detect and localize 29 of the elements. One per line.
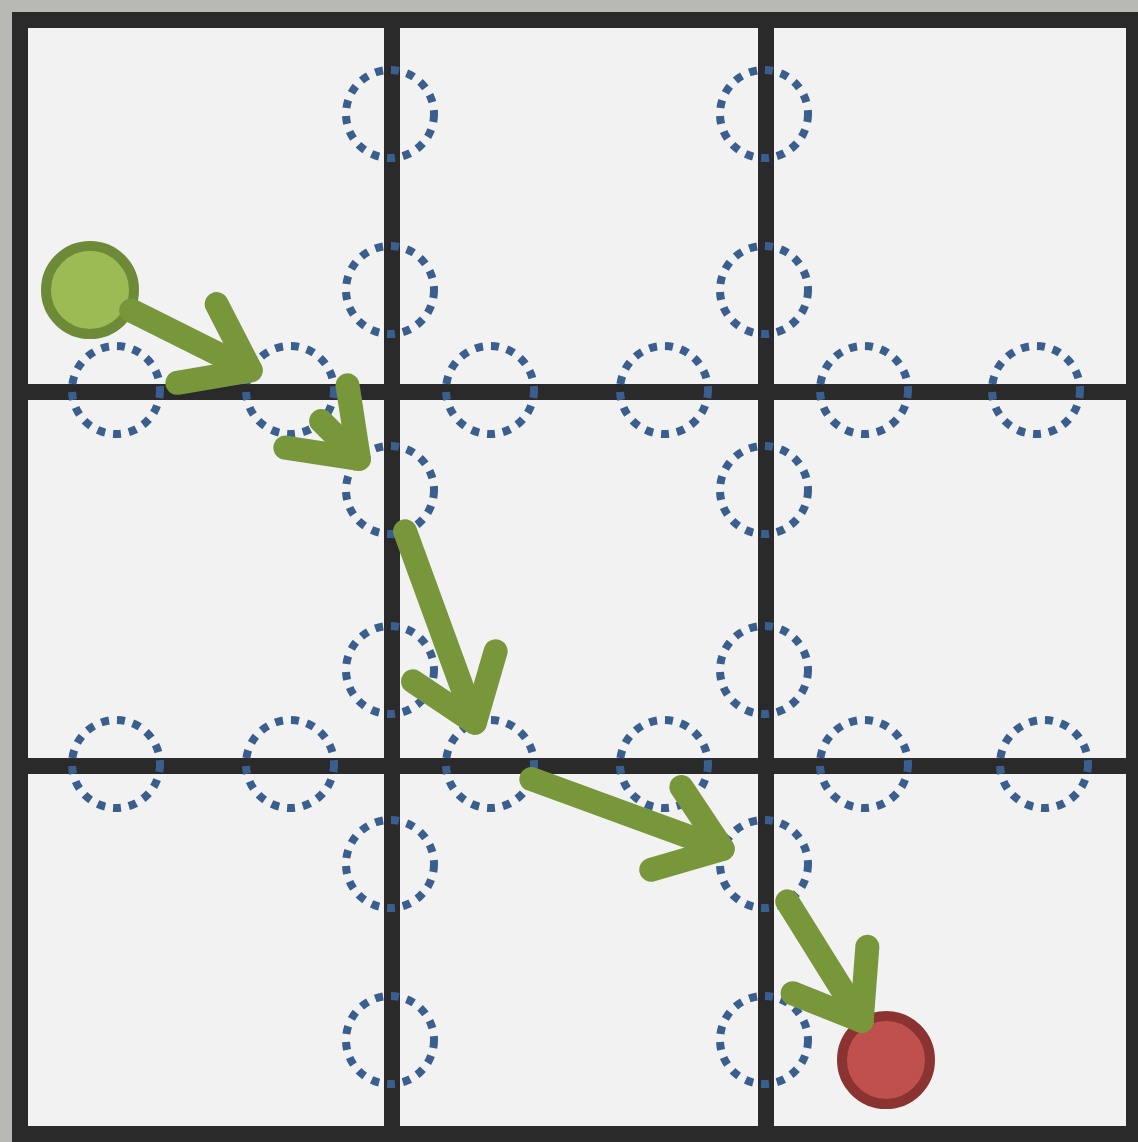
dotted-circle — [66, 340, 166, 440]
dotted-circle — [714, 440, 814, 540]
dotted-circle — [614, 340, 714, 440]
arrow — [519, 767, 735, 882]
arrow — [273, 373, 371, 471]
arrow — [393, 519, 508, 735]
dotted-circle — [814, 340, 914, 440]
dotted-circle — [714, 64, 814, 164]
dotted-circle — [986, 340, 1086, 440]
dotted-circle — [714, 620, 814, 720]
dotted-circle — [340, 814, 440, 914]
dotted-circle — [440, 714, 540, 814]
dotted-circle — [994, 714, 1094, 814]
arrow — [119, 292, 263, 395]
dotted-circle — [714, 814, 814, 914]
dotted-circle — [340, 620, 440, 720]
dotted-circle — [240, 714, 340, 814]
dotted-circle — [340, 990, 440, 1090]
dotted-circle — [340, 64, 440, 164]
dotted-circle — [240, 340, 340, 440]
dotted-circle — [440, 340, 540, 440]
dotted-circle — [340, 440, 440, 540]
dotted-circle — [340, 240, 440, 340]
dotted-circle — [714, 990, 814, 1090]
dotted-circle — [614, 714, 714, 814]
dotted-circle — [66, 714, 166, 814]
dotted-circle — [714, 240, 814, 340]
arrow — [775, 889, 880, 1033]
dotted-circle — [814, 714, 914, 814]
